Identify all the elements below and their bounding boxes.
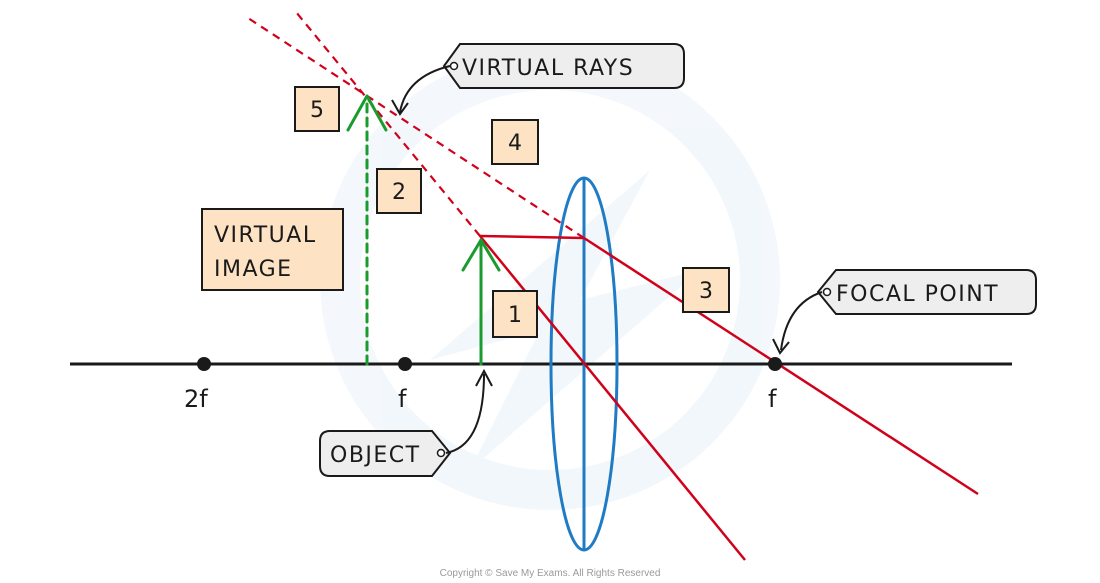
number-box-5: 5 [294,86,340,132]
svg-text:4: 4 [508,131,522,156]
callout-focal-point: FOCAL POINT [772,269,1037,355]
number-box-4: 4 [491,119,539,165]
ray-parallel-to-axis [479,234,585,240]
number-box-2: 2 [376,168,422,214]
svg-text:VIRTUAL RAYS: VIRTUAL RAYS [462,56,634,81]
point-2f [197,357,211,371]
object-pointer [445,373,485,454]
svg-text:IMAGE: IMAGE [214,257,293,282]
svg-text:5: 5 [310,98,324,123]
callout-virtual-rays: VIRTUAL RAYS [391,43,685,116]
number-box-1: 1 [492,290,538,338]
object-arrow [461,238,501,366]
label-f-right: f [768,385,777,413]
focal-point-dot [768,357,782,371]
virtual-ray-extension-2 [295,11,481,237]
label-2f: 2f [184,385,208,413]
copyright-notice: Copyright © Save My Exams. All Rights Re… [440,568,661,579]
svg-text:FOCAL POINT: FOCAL POINT [836,282,999,307]
virtual-rays-pointer [399,65,451,113]
svg-text:VIRTUAL: VIRTUAL [214,223,317,248]
virtual-ray-extension-1 [244,15,585,239]
focal-point-pointer [780,291,823,351]
virtual-image-label: VIRTUAL IMAGE [201,208,344,291]
callout-object: OBJECT [319,368,493,477]
svg-text:OBJECT: OBJECT [330,443,421,468]
point-f-left [398,357,412,371]
svg-text:2: 2 [392,180,406,205]
virtual-image-arrow [346,94,388,366]
label-f-left: f [398,385,407,413]
svg-text:1: 1 [508,303,522,328]
svg-text:3: 3 [699,279,713,304]
number-box-3: 3 [682,267,730,313]
